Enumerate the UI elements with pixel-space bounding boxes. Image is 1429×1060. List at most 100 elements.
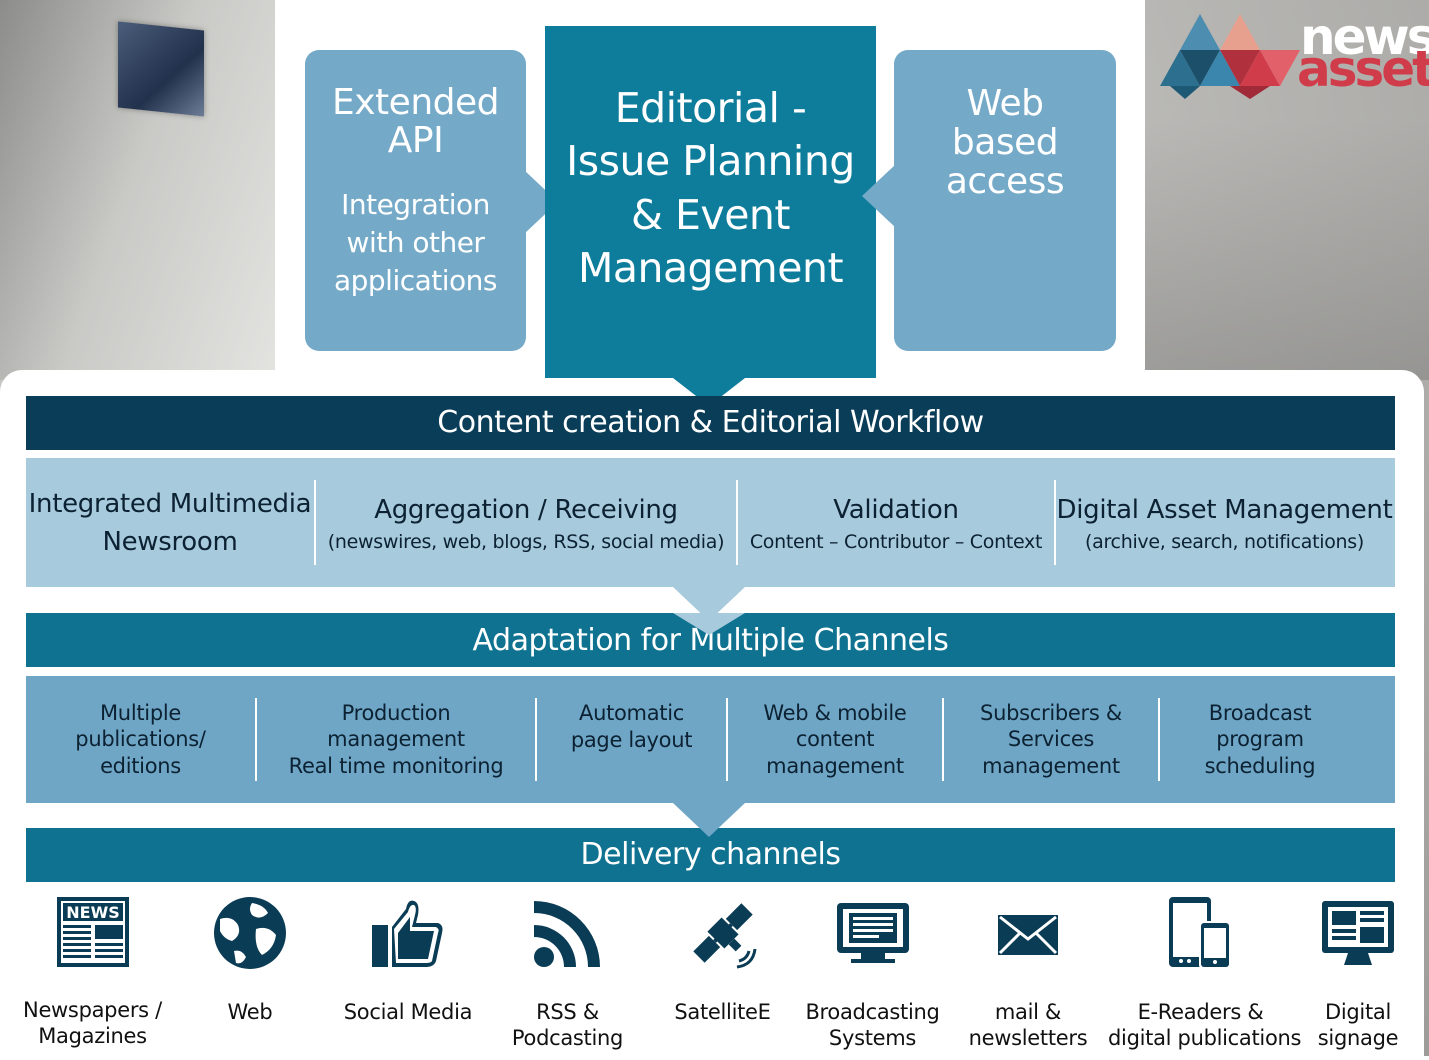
production-line2: management bbox=[327, 727, 465, 752]
channel-label-newspapers-1: Newspapers / bbox=[23, 998, 162, 1022]
subscribers-line3: management bbox=[982, 753, 1120, 778]
editorial-line2: Issue Planning bbox=[566, 137, 855, 186]
divider bbox=[942, 698, 944, 781]
production-cell: Production management Real time monitori… bbox=[257, 700, 535, 780]
channel-social-media: Social Media bbox=[338, 895, 478, 1025]
page-layout-line1: Automatic bbox=[579, 701, 684, 725]
production-line1: Production bbox=[341, 700, 451, 725]
web-mobile-line2: content bbox=[795, 727, 875, 752]
extended-api-box: Extended API Integration with other appl… bbox=[305, 50, 526, 351]
channel-label-signage-2: signage bbox=[1317, 1026, 1399, 1050]
channel-label-ereaders-1: E-Readers & bbox=[1137, 1000, 1264, 1024]
logo-word-news: news bbox=[1300, 8, 1429, 66]
aggregation-title: Aggregation / Receiving bbox=[374, 494, 678, 525]
subscribers-line1: Subscribers & bbox=[980, 700, 1122, 725]
validation-sub: Content – Contributor – Context bbox=[749, 530, 1043, 553]
production-line3: Real time monitoring bbox=[288, 753, 504, 778]
aggregation-sub: (newswires, web, blogs, RSS, social medi… bbox=[327, 530, 725, 553]
channel-label-social-media: Social Media bbox=[343, 1000, 473, 1024]
monitor-icon bbox=[836, 903, 909, 963]
divider bbox=[736, 480, 738, 565]
integration-line1: Integration bbox=[341, 187, 490, 221]
integration-line2: with other bbox=[346, 225, 485, 259]
integration-line3: applications bbox=[333, 263, 498, 297]
newspaper-icon: NEWS bbox=[56, 897, 129, 967]
channel-rss: RSS & Podcasting bbox=[505, 895, 630, 1051]
thumbs-up-icon bbox=[372, 900, 443, 967]
channel-label-email-2: newsletters bbox=[968, 1026, 1088, 1050]
adaptation-row: Multiple publications/ editions Producti… bbox=[26, 676, 1395, 803]
web-access-line1: Web bbox=[966, 83, 1045, 124]
channel-label-ereaders-2: digital publications bbox=[1108, 1026, 1302, 1050]
integrated-newsroom-line1: Integrated Multimedia bbox=[28, 488, 312, 519]
channel-label-email-1: mail & bbox=[994, 1000, 1062, 1024]
workflow-row: Integrated Multimedia Newsroom Aggregati… bbox=[26, 458, 1395, 587]
signage-icon bbox=[1322, 901, 1394, 965]
globe-icon bbox=[214, 897, 286, 969]
background-screen-image bbox=[118, 21, 204, 117]
broadcast-line1: Broadcast bbox=[1208, 700, 1312, 725]
channel-label-signage-1: Digital bbox=[1324, 1000, 1391, 1024]
divider bbox=[255, 698, 257, 781]
extended-api-title-line2: API bbox=[387, 119, 444, 161]
dam-sub: (archive, search, notifications) bbox=[1085, 530, 1364, 553]
logo-word-asset: asset bbox=[1297, 40, 1429, 98]
editorial-line4: Management bbox=[577, 243, 844, 292]
page-layout-line2: page layout bbox=[570, 727, 693, 752]
channel-signage: Digital signage bbox=[1310, 895, 1406, 1051]
channel-satellite: SatelliteE bbox=[665, 895, 780, 1025]
arrow-down-2-top bbox=[673, 613, 745, 635]
divider bbox=[314, 480, 316, 565]
channel-label-rss-1: RSS & bbox=[536, 1000, 599, 1024]
channel-label-broadcasting-2: Systems bbox=[828, 1026, 917, 1050]
background-shade bbox=[1139, 120, 1429, 380]
editorial-line1: Editorial - bbox=[614, 84, 807, 132]
extended-api-title-line1: Extended bbox=[332, 82, 499, 123]
dam-cell: Digital Asset Management (archive, searc… bbox=[1056, 491, 1393, 555]
logo-triangles-icon bbox=[1160, 14, 1300, 99]
channel-broadcasting: Broadcasting Systems bbox=[800, 895, 945, 1051]
web-mobile-cell: Web & mobile content management bbox=[728, 700, 942, 780]
channel-label-broadcasting-1: Broadcasting bbox=[805, 1000, 940, 1024]
integrated-newsroom-cell: Integrated Multimedia Newsroom bbox=[26, 485, 314, 561]
publications-line3: editions bbox=[100, 753, 181, 778]
subscribers-cell: Subscribers & Services management bbox=[944, 700, 1158, 780]
content-creation-label: Content creation & Editorial Workflow bbox=[437, 405, 984, 440]
validation-title: Validation bbox=[833, 494, 959, 525]
arrow-down-3 bbox=[673, 803, 745, 837]
tablet-phone-icon bbox=[1168, 897, 1231, 969]
page-layout-cell: Automatic page layout bbox=[537, 676, 726, 753]
web-access-box: Web based access bbox=[894, 50, 1116, 351]
divider bbox=[1158, 698, 1160, 781]
delivery-channels: NEWS Newspapers / Magazines Web bbox=[0, 895, 1429, 1056]
channel-email: mail & newsletters bbox=[968, 895, 1088, 1051]
broadcast-line2: program bbox=[1216, 727, 1304, 752]
rss-icon bbox=[533, 901, 600, 967]
divider bbox=[535, 698, 537, 781]
satellite-icon bbox=[692, 903, 756, 969]
web-mobile-line1: Web & mobile bbox=[763, 700, 907, 725]
channel-label-satellite: SatelliteE bbox=[674, 1000, 771, 1024]
editorial-planning-box: Editorial - Issue Planning & Event Manag… bbox=[545, 26, 876, 378]
channel-ereaders: E-Readers & digital publications bbox=[1108, 895, 1302, 1051]
editorial-line3: & Event bbox=[631, 190, 790, 239]
channel-web: Web bbox=[200, 895, 300, 1025]
broadcast-cell: Broadcast program scheduling bbox=[1160, 700, 1360, 780]
channel-label-newspapers-2: Magazines bbox=[38, 1024, 147, 1048]
delivery-label: Delivery channels bbox=[580, 837, 841, 872]
web-mobile-line3: management bbox=[766, 753, 904, 778]
integrated-newsroom-line2: Newsroom bbox=[102, 526, 238, 557]
delivery-band: Delivery channels bbox=[26, 828, 1395, 882]
aggregation-cell: Aggregation / Receiving (newswires, web,… bbox=[316, 491, 736, 555]
dam-title: Digital Asset Management bbox=[1056, 494, 1393, 525]
divider bbox=[726, 698, 728, 781]
subscribers-line2: Services bbox=[1007, 727, 1095, 752]
broadcast-line3: scheduling bbox=[1204, 753, 1316, 778]
content-creation-band: Content creation & Editorial Workflow bbox=[26, 396, 1395, 450]
divider bbox=[1054, 480, 1056, 565]
envelope-icon bbox=[998, 915, 1058, 955]
publications-line1: Multiple bbox=[99, 700, 181, 725]
web-access-line3: access bbox=[945, 161, 1065, 202]
channel-label-web: Web bbox=[227, 1000, 273, 1024]
channel-label-rss-2: Podcasting bbox=[511, 1026, 624, 1050]
